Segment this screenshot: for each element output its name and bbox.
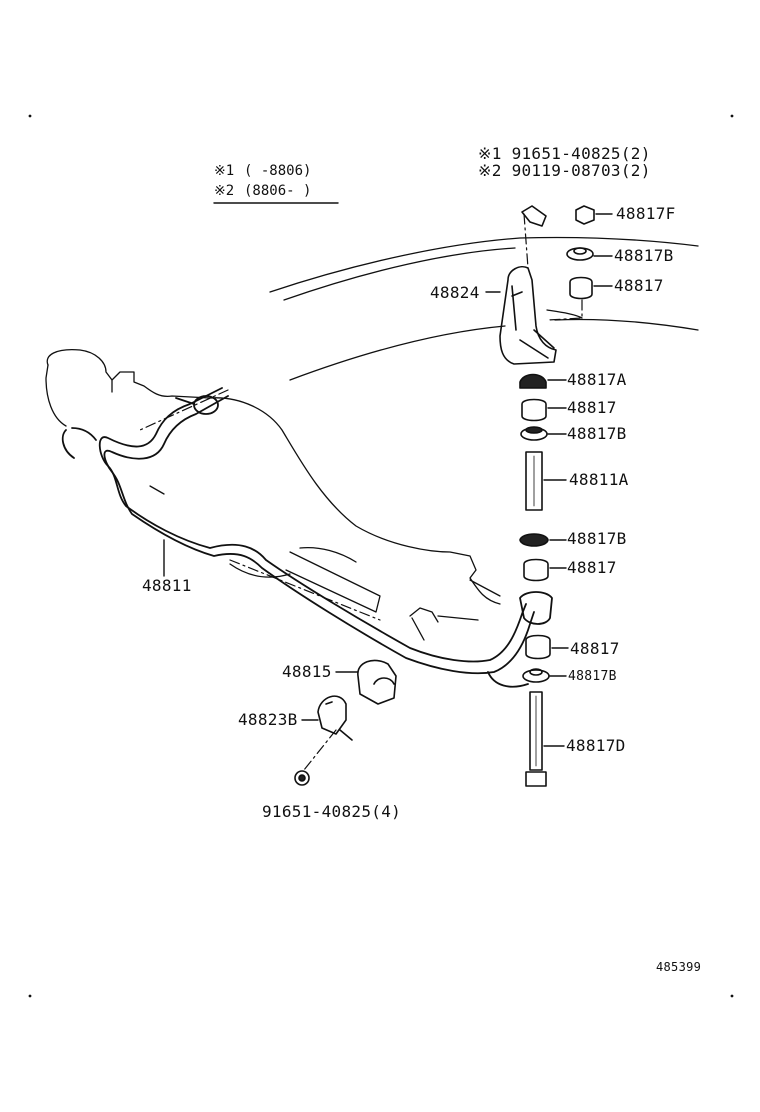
fastener-note-1: ※1 91651-40825(2): [478, 144, 651, 163]
part-label-48817b-top: 48817B: [614, 246, 674, 265]
bracket-48824: [499, 265, 557, 365]
diagram-id: 485399: [656, 960, 702, 974]
part-label-48823b: 48823B: [238, 710, 298, 729]
part-label-48817d: 48817D: [566, 736, 626, 755]
part-label-48817b-3: 48817B: [567, 529, 627, 548]
note-range-1: ( -8806): [244, 163, 312, 179]
part-label-bolt: 91651-40825(4): [262, 802, 402, 821]
note-mark-1: ※1: [214, 163, 235, 179]
part-label-48817-top: 48817: [614, 276, 664, 295]
chassis-outline: [45, 349, 501, 641]
corner-marks: [28, 114, 734, 998]
part-label-48817a: 48817A: [567, 370, 627, 389]
stabilizer-bar: [61, 387, 553, 688]
part-label-48815: 48815: [282, 662, 332, 681]
part-label-48824: 48824: [430, 283, 480, 302]
part-label-48817-4: 48817: [570, 639, 620, 658]
part-label-48817f: 48817F: [616, 204, 676, 223]
centerlines: [139, 213, 583, 771]
part-label-48817b-2: 48817B: [567, 424, 627, 443]
note-mark-2: ※2: [214, 183, 235, 199]
part-label-48811: 48811: [142, 576, 192, 595]
leader-lines: [163, 213, 613, 747]
fastener-note-2: ※2 90119-08703(2): [478, 161, 651, 180]
part-label-48817-2: 48817: [567, 398, 617, 417]
part-label-48817-3: 48817: [567, 558, 617, 577]
part-label-48817b-4: 48817B: [568, 669, 617, 684]
part-icons: [294, 205, 595, 787]
part-label-48811a: 48811A: [569, 470, 629, 489]
vehicle-body-outline: [269, 236, 699, 381]
note-range-2: (8806- ): [244, 183, 312, 199]
